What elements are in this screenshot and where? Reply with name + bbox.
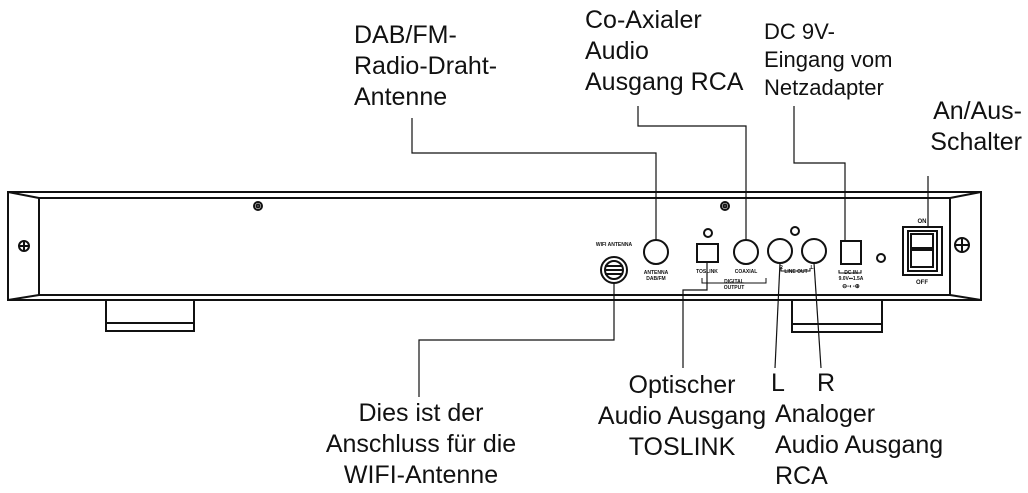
callout-line: Antenne	[354, 83, 448, 111]
left-foot	[105, 299, 195, 332]
leader-toslink	[682, 262, 708, 368]
panel-rating-label: 9.0V⎓1.5A	[839, 276, 864, 282]
panel-off-label: OFF	[916, 280, 928, 286]
panel-antenna-label: ANTENNA	[644, 270, 669, 276]
power-switch	[902, 226, 943, 276]
callout-wifi-antenna: Dies ist der Anschluss für die WIFI-Ante…	[322, 398, 520, 491]
panel-digital-label: DIGITAL	[724, 279, 744, 285]
panel-r-label: R	[779, 265, 783, 271]
panel-polarity-label: ⊖-◐-⊕	[842, 284, 860, 290]
chassis	[7, 191, 982, 301]
indicator-led-2	[790, 226, 800, 236]
dc-in-jack	[840, 240, 862, 265]
panel-wifi-label: WIFI ANTENNA	[596, 242, 633, 248]
panel-output-label: OUTPUT	[724, 285, 745, 291]
callout-line: DAB/FM-	[354, 21, 457, 49]
callout-line: TOSLINK	[628, 433, 736, 461]
callout-left-channel: L	[771, 369, 785, 397]
callout-optical-out: Optischer Audio Ausgang TOSLINK	[582, 370, 782, 463]
panel-l-label: L	[810, 265, 813, 271]
callout-line: Dies ist der	[358, 399, 484, 427]
callout-line: Schalter	[930, 128, 1022, 156]
callout-line: Eingang vom	[764, 47, 893, 72]
side-screw-right	[954, 237, 970, 253]
callout-line: Audio Ausgang	[775, 431, 944, 459]
leader-dc-in	[793, 106, 846, 241]
callout-power-switch: An/Aus- Schalter	[912, 96, 1022, 158]
leader-coaxial	[637, 106, 747, 240]
top-screw-left	[253, 201, 263, 211]
indicator-led-3	[876, 253, 886, 263]
top-screw-right	[720, 201, 730, 211]
panel-coaxial-label: COAXIAL	[735, 269, 758, 275]
callout-line: Audio Ausgang	[597, 402, 767, 430]
leader-dab-fm	[411, 118, 657, 240]
side-screw-left	[18, 240, 30, 252]
callout-line: Audio	[585, 37, 649, 65]
panel-dabfm-label: DAB/FM	[646, 276, 665, 282]
callout-line: WIFI-Antenne	[343, 461, 499, 489]
callout-line: Co-Axialer	[585, 6, 702, 34]
panel-on-label: ON	[918, 219, 927, 225]
callout-line: An/Aus-	[933, 97, 1022, 125]
leader-wifi	[418, 283, 615, 397]
panel-toslink-label: TOSLINK	[696, 269, 718, 275]
callout-analog-out: Analoger Audio Ausgang RCA	[775, 399, 943, 492]
panel-lineout-label: LINE OUT	[784, 269, 807, 275]
callout-line: Netzadapter	[764, 75, 884, 100]
callout-right-channel: R	[817, 369, 836, 397]
callout-line: Ausgang RCA	[585, 68, 744, 96]
right-foot	[791, 299, 883, 333]
wifi-antenna-connector	[600, 256, 628, 284]
leader-l	[774, 262, 781, 369]
leader-r	[813, 262, 822, 369]
callout-line: Optischer	[628, 371, 736, 399]
callout-dc-input: DC 9V- Eingang vom Netzadapter	[764, 18, 892, 102]
callout-dab-fm-antenna: DAB/FM- Radio-Draht- Antenne	[354, 20, 497, 113]
callout-line: Analoger	[775, 400, 876, 428]
indicator-led	[703, 228, 713, 238]
callout-line: Anschluss für die	[325, 430, 517, 458]
callout-line: Radio-Draht-	[354, 52, 498, 80]
callout-line: DC 9V-	[764, 19, 835, 44]
callout-coaxial-out: Co-Axialer Audio Ausgang RCA	[585, 5, 743, 98]
panel-dcin-label: DC IN	[844, 270, 858, 276]
callout-line: RCA	[775, 462, 828, 490]
